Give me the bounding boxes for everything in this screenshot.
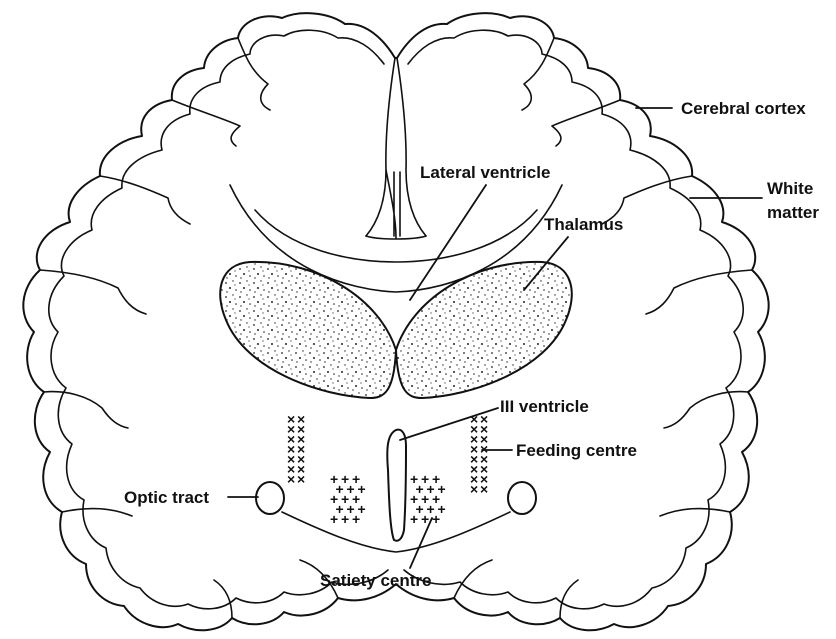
label-lateral-ventricle: Lateral ventricle: [420, 163, 550, 182]
sulcus-right-1: [552, 100, 620, 146]
sulcus-left-4: [44, 392, 128, 428]
label-white-matter-1: White: [767, 179, 813, 198]
feeding-marker: ×: [287, 471, 295, 487]
thalamus-left: [220, 262, 396, 398]
optic-tract-left: [256, 482, 284, 514]
sulcus-left-5: [62, 509, 132, 516]
sulcus-right-7: [454, 560, 492, 598]
satiety-marker: +: [432, 511, 440, 527]
satiety-marker: +: [421, 511, 429, 527]
label-cerebral-cortex: Cerebral cortex: [681, 99, 806, 118]
sulcus-left-6: [238, 38, 270, 110]
satiety-marker: +: [341, 511, 349, 527]
satiety-marker: +: [330, 511, 338, 527]
sulcus-right-5: [660, 509, 730, 516]
label-white-matter-2: matter: [767, 203, 819, 222]
optic-tract-right: [508, 482, 536, 514]
longitudinal-fissure: [366, 58, 395, 236]
sulcus-right-6: [522, 38, 554, 110]
feeding-centre-right-markers: ××××××××××××××××: [470, 411, 488, 497]
feeding-marker: ×: [480, 481, 488, 497]
sulcus-left-1: [172, 100, 240, 146]
septum: [366, 170, 426, 239]
feeding-centre-left-markers: ××××××××××××××: [287, 411, 305, 487]
label-thalamus: Thalamus: [544, 215, 623, 234]
hypothalamus-floor: [282, 512, 510, 552]
feeding-marker: ×: [297, 471, 305, 487]
satiety-marker: +: [352, 511, 360, 527]
sulcus-left-8: [214, 580, 232, 618]
label-third-ventricle: III ventricle: [500, 397, 589, 416]
longitudinal-fissure-right: [397, 58, 426, 236]
satiety-centre-left-markers: +++++++++++++++: [330, 471, 366, 527]
satiety-centre-right-markers: +++++++++++++++: [410, 471, 446, 527]
third-ventricle: [387, 430, 406, 541]
satiety-marker: +: [410, 511, 418, 527]
label-feeding-centre: Feeding centre: [516, 441, 637, 460]
brain-outline: [23, 13, 768, 630]
sulcus-right-4: [664, 392, 748, 428]
sulcus-right-3: [646, 270, 752, 314]
label-optic-tract: Optic tract: [124, 488, 209, 507]
sulcus-left-2: [100, 176, 190, 224]
sulcus-right-8: [560, 580, 578, 618]
label-satiety-centre: Satiety centre: [320, 571, 432, 590]
feeding-marker: ×: [470, 481, 478, 497]
sulcus-left-3: [40, 270, 146, 314]
